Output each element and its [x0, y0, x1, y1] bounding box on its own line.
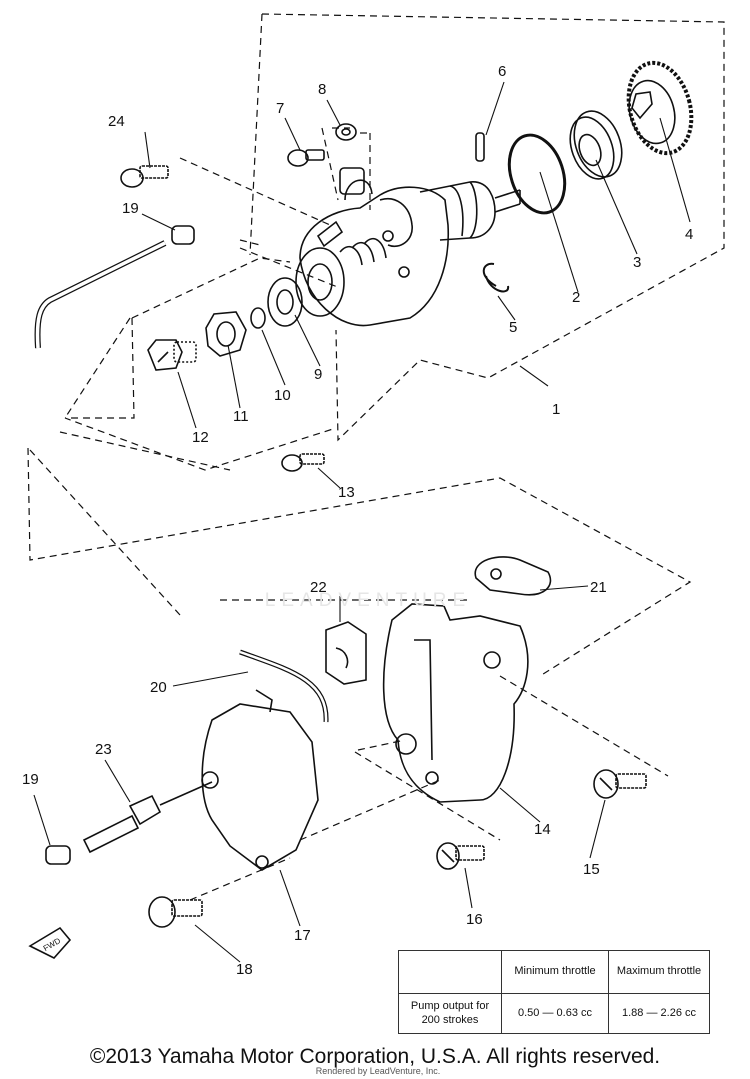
- header-maximum-throttle: Maximum throttle: [608, 950, 710, 994]
- callout-15: 15: [583, 861, 600, 878]
- pump-cover: [201, 689, 319, 871]
- lever-plate: [474, 556, 552, 596]
- circlip: [482, 262, 510, 293]
- callout-13: 13: [338, 484, 355, 501]
- rendered-by-credit: Rendered by LeadVenture, Inc.: [315, 1066, 441, 1076]
- adjusting-screw: [147, 339, 197, 371]
- callout-4: 4: [685, 226, 694, 243]
- callout-1: 1: [552, 401, 561, 418]
- callout-2: 2: [572, 289, 581, 306]
- callout-23: 23: [95, 741, 112, 758]
- callout-10: 10: [274, 387, 291, 404]
- lock-nut: [205, 311, 247, 357]
- dowel-pin: [475, 132, 485, 162]
- screw-13: [281, 453, 325, 472]
- pump-output-table: Minimum throttle Maximum throttle Pump o…: [398, 950, 710, 1034]
- cap-19-upper: [171, 225, 195, 245]
- callout-16: 16: [466, 911, 483, 928]
- callout-21: 21: [590, 579, 607, 596]
- screw-16: [436, 842, 485, 870]
- fwd-label: FWD: [42, 936, 62, 953]
- copyright-notice: ©2013 Yamaha Motor Corporation, U.S.A. A…: [89, 1045, 661, 1068]
- callout-14: 14: [534, 821, 551, 838]
- value-minimum: 0.50 — 0.63 cc: [501, 993, 609, 1034]
- gasket-9: [267, 277, 303, 327]
- mounting-bracket: [382, 603, 529, 803]
- table-header-row: Minimum throttle Maximum throttle: [398, 950, 710, 994]
- callout-19-upper: 19: [122, 200, 139, 217]
- screw-7: [287, 149, 325, 167]
- drive-gear: [626, 60, 694, 156]
- callout-6: 6: [498, 63, 507, 80]
- plunger-rod: [82, 781, 213, 854]
- callout-11: 11: [233, 408, 249, 425]
- screw-18: [148, 896, 203, 928]
- callout-19-lower: 19: [22, 771, 39, 788]
- washer-8: [335, 123, 357, 141]
- callout-8: 8: [318, 81, 327, 98]
- table-row: Pump output for 200 strokes 0.50 — 0.63 …: [398, 993, 710, 1034]
- screw-24: [120, 165, 169, 188]
- damper-block: [325, 621, 367, 685]
- callout-3: 3: [633, 254, 642, 271]
- callout-9: 9: [314, 366, 323, 383]
- watermark: LEADVENTURE: [264, 590, 472, 611]
- washer-10: [250, 307, 266, 329]
- assembly-boundary: [27, 13, 725, 901]
- callout-20: 20: [150, 679, 167, 696]
- pump-assembly-body: [295, 167, 521, 327]
- callout-12: 12: [192, 429, 209, 446]
- callout-18: 18: [236, 961, 253, 978]
- leader-lines: [33, 81, 691, 963]
- cap-19-lower: [45, 845, 71, 865]
- callout-24: 24: [108, 113, 125, 130]
- row-label-pump-output: Pump output for 200 strokes: [398, 993, 502, 1034]
- fwd-arrow-icon: FWD: [28, 926, 72, 959]
- header-minimum-throttle: Minimum throttle: [501, 950, 609, 994]
- callout-17: 17: [294, 927, 311, 944]
- callout-7: 7: [276, 100, 285, 117]
- o-ring: [507, 133, 567, 215]
- screw-15: [593, 769, 647, 799]
- bearing: [569, 110, 623, 180]
- callout-22: 22: [310, 579, 327, 596]
- value-maximum: 1.88 — 2.26 cc: [608, 993, 710, 1034]
- callout-5: 5: [509, 319, 518, 336]
- table-corner-cell: [398, 950, 502, 994]
